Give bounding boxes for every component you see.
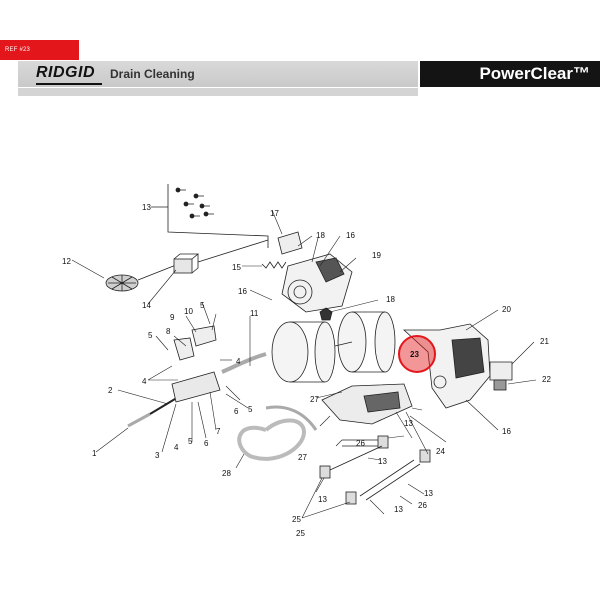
label-27b: 27 [298, 453, 307, 462]
label-25a: 25 [292, 515, 301, 524]
label-7: 7 [216, 427, 221, 436]
label-5b: 5 [200, 301, 205, 310]
label-6a: 6 [204, 439, 209, 448]
label-2: 2 [108, 386, 113, 395]
clamp-9 [191, 325, 217, 347]
label-27a: 27 [310, 395, 319, 404]
label-16b: 16 [238, 287, 247, 296]
label-8: 8 [166, 327, 171, 336]
label-13b: 13 [404, 419, 413, 428]
product-title: PowerClear™ [479, 64, 590, 83]
label-22: 22 [542, 375, 551, 384]
screws-13 [175, 187, 214, 219]
leg-assembly-upper [319, 435, 389, 479]
drum-left [271, 321, 336, 383]
bracket-13 [167, 184, 269, 248]
label-5d: 5 [248, 405, 253, 414]
brand-logo: RIDGID [36, 64, 95, 81]
label-13a: 13 [142, 203, 151, 212]
fitting-11 [221, 352, 267, 374]
label-9: 9 [170, 313, 175, 322]
label-20: 20 [502, 305, 511, 314]
leader-lines [71, 209, 537, 519]
label-18b: 18 [386, 295, 395, 304]
label-13f: 13 [394, 505, 403, 514]
header-rule [18, 88, 418, 96]
spring-15 [261, 261, 287, 269]
label-21: 21 [540, 337, 549, 346]
label-17: 17 [270, 209, 279, 218]
product-box: PowerClear™ [420, 61, 600, 87]
label-26b: 26 [418, 501, 427, 510]
label-13d: 13 [424, 489, 433, 498]
leg-assembly-lower [345, 449, 431, 505]
label-11: 11 [250, 309, 259, 318]
label-19: 19 [372, 251, 381, 260]
label-12: 12 [62, 257, 71, 266]
label-28: 28 [222, 469, 231, 478]
label-24: 24 [436, 447, 445, 456]
label-13e: 13 [318, 495, 327, 504]
label-18a: 18 [316, 231, 325, 240]
label-14: 14 [142, 301, 151, 310]
plug-22 [493, 379, 507, 391]
highlight-part-23 [398, 335, 436, 373]
label-4a: 4 [142, 377, 147, 386]
ref-tag: REF #23 [0, 40, 79, 60]
label-23: 23 [410, 350, 419, 359]
guide-3 [171, 371, 221, 403]
plate-17 [277, 231, 303, 255]
label-4c: 4 [236, 357, 241, 366]
label-10: 10 [184, 307, 193, 316]
label-15: 15 [232, 263, 241, 272]
knob-18 [319, 307, 333, 321]
label-16c: 16 [502, 427, 511, 436]
part-number-labels: 1 2 3 4 4 4 5 5 5 5 6 6 7 8 9 10 11 12 1… [62, 203, 551, 538]
label-5c: 5 [188, 437, 193, 446]
brand-logo-underline [36, 83, 102, 85]
label-3: 3 [155, 451, 160, 460]
label-21 [489, 361, 513, 381]
label-5a: 5 [148, 331, 153, 340]
label-4b: 4 [174, 443, 179, 452]
clamp-8 [173, 337, 195, 361]
label-25b: 25 [296, 529, 305, 538]
label-26a: 26 [356, 439, 365, 448]
hose-28 [237, 418, 307, 461]
cable-end-1 [127, 412, 151, 428]
drum-right [337, 311, 396, 373]
switch-box-14 [173, 258, 193, 274]
label-1: 1 [92, 449, 97, 458]
label-6b: 6 [234, 407, 239, 416]
header: RIDGID Drain Cleaning PowerClear™ [18, 61, 600, 98]
label-16a: 16 [346, 231, 355, 240]
header-bar [18, 61, 418, 87]
section-title: Drain Cleaning [110, 67, 195, 81]
label-13c: 13 [378, 457, 387, 466]
